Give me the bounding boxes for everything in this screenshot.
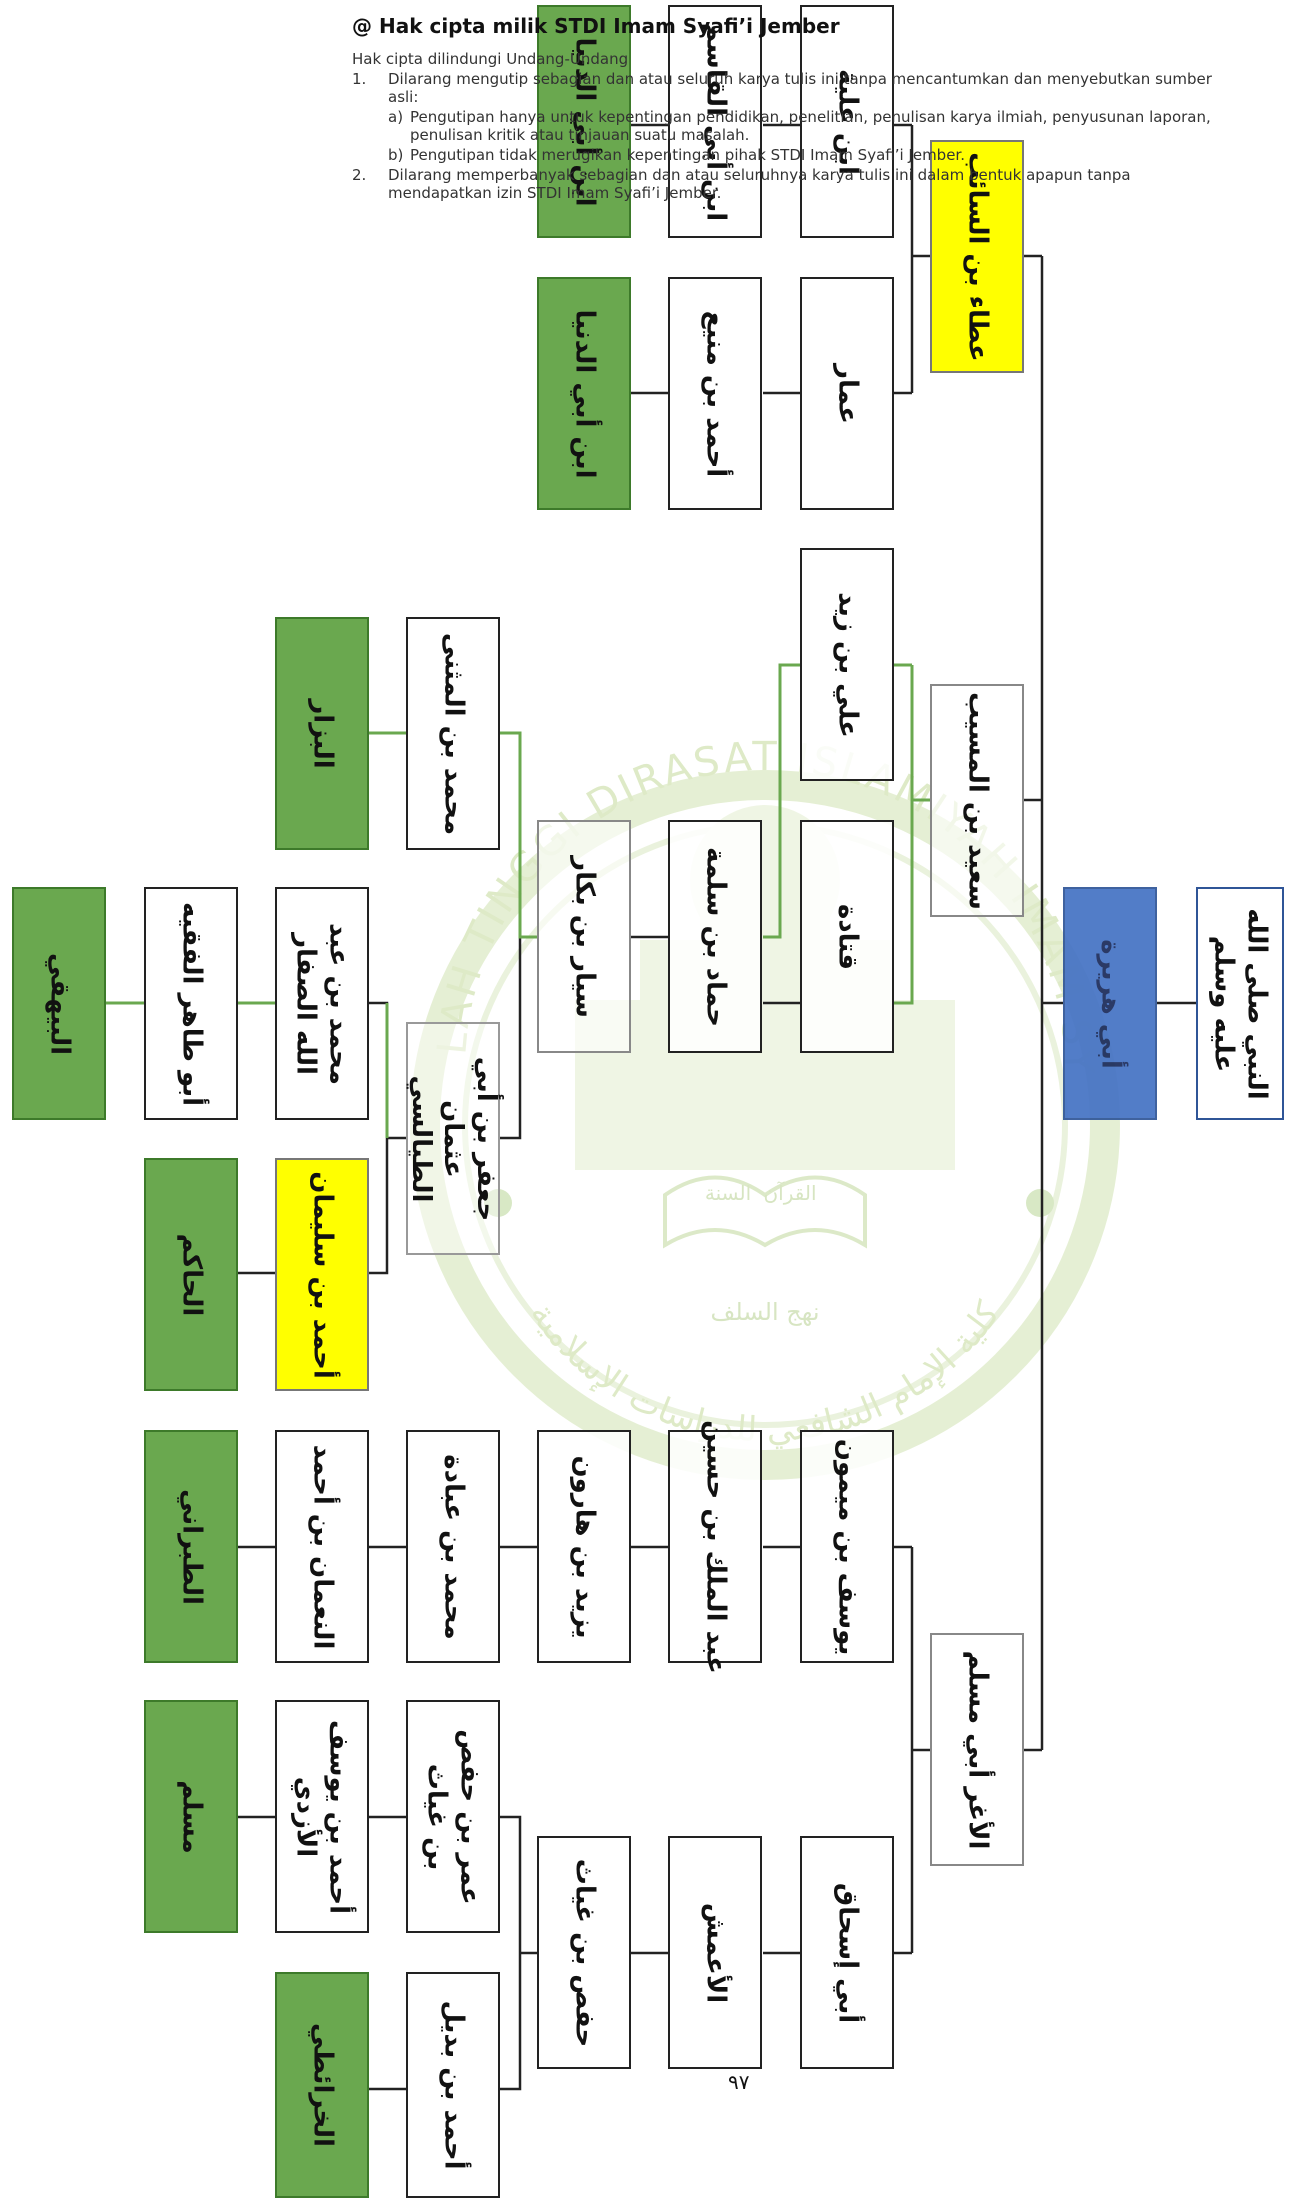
node-label: الخرائطي [307, 2023, 338, 2147]
node-abu-hurairah: أبي هريرة [1063, 887, 1157, 1120]
node-ahmad-mani: أحمد بن منيع [668, 277, 762, 510]
copyright-item: 1. Dilarang mengutip sebagian dan atau s… [352, 70, 1232, 106]
line-agharr-branch [910, 1547, 930, 1953]
copyright-subitem: a) Pengutipan hanya untuk kepentingan pe… [388, 108, 1232, 144]
node-muh-muthanna: محمد بن المثنى [406, 617, 500, 850]
node-umar-hafs: عمر بن حفص بن غياث [406, 1700, 500, 1933]
node-bazzar: البزار [275, 617, 369, 850]
node-ibn-abi-dunya-1: ابن أبي الدنيا [537, 5, 631, 238]
node-label: محمد بن عبد الله الصفار [291, 922, 354, 1085]
node-sayyar: سيار بن بكار [537, 820, 631, 1053]
node-ahmad-budail: أحمد بن بديل [406, 1972, 500, 2198]
line-alizaid-hammad [763, 663, 800, 939]
copyright-subitem-text: Pengutipan hanya untuk kepentingan pendi… [410, 108, 1211, 144]
node-label: النعمان بن أحمد [307, 1444, 338, 1649]
copyright-subitem-text: Pengutipan tidak merugikan kepentingan p… [410, 146, 965, 164]
node-label: أحمد بن منيع [700, 310, 731, 477]
node-muh-ubadah: محمد بن عبادة [406, 1430, 500, 1663]
node-agharr: الأغر أبي مسلم [930, 1633, 1024, 1866]
node-label: علي بن زيد [832, 591, 863, 738]
node-numan: النعمان بن أحمد [275, 1430, 369, 1663]
node-amash: الأعمش [668, 1836, 762, 2069]
copyright-item-number: 1. [352, 70, 367, 88]
node-hakim: الحاكم [144, 1158, 238, 1391]
node-ahmad-azdi: أحمد بن يوسف الأزدي [275, 1700, 369, 1933]
copyright-subitem: b) Pengutipan tidak merugikan kepentinga… [388, 146, 1232, 164]
node-nabi: النبي صلى الله عليه وسلم [1196, 887, 1284, 1120]
node-muslim: مسلم [144, 1700, 238, 1933]
node-hafs: حفص بن غياث [537, 1836, 631, 2069]
node-ata: عطاء بن السائب [930, 140, 1024, 373]
copyright-intro: Hak cipta dilindungi Undang-Undang [352, 50, 629, 68]
node-label: أحمد بن بديل [438, 2000, 469, 2170]
node-label: أحمد بن سليمان [307, 1170, 338, 1379]
node-muh-saffar: محمد بن عبد الله الصفار [275, 887, 369, 1120]
node-label: حماد بن سلمة [700, 846, 731, 1027]
copyright-item-number: 2. [352, 166, 367, 184]
node-ali-zaid: علي بن زيد [800, 548, 894, 781]
node-yazid: يزيد بن هارون [537, 1430, 631, 1663]
node-abu-ishaq: أبي إسحاق [800, 1836, 894, 2069]
node-label: أبي إسحاق [832, 1882, 863, 2023]
node-label: الحاكم [176, 1233, 207, 1316]
line-ata-branch [910, 125, 930, 393]
node-label: أحمد بن يوسف الأزدي [291, 1719, 354, 1914]
node-said: سعيد بن المسيب [930, 684, 1024, 917]
node-label: جعفر بن أبي عثمان الطيالسي [405, 1056, 501, 1221]
line-said-branch [894, 665, 930, 1005]
copyright-item: 2. Dilarang memperbanyak sebagian dan at… [352, 166, 1232, 202]
node-label: محمد بن المثنى [438, 632, 469, 835]
node-tabarani: الطبراني [144, 1430, 238, 1663]
node-label: عمر بن حفص بن غياث [422, 1728, 485, 1905]
node-label: عمار [832, 363, 863, 424]
node-baihaqi: البيهقي [12, 887, 106, 1120]
node-ammar: عمار [800, 277, 894, 510]
copyright-subitem-letter: a) [388, 108, 404, 126]
node-label: يزيد بن هارون [569, 1454, 600, 1639]
node-label: الأغر أبي مسلم [962, 1650, 993, 1849]
node-ibn-abi-dunya-2: ابن أبي الدنيا [537, 277, 631, 510]
node-label: محمد بن عبادة [438, 1453, 469, 1640]
node-abdulmalik: عبد الملك بن حسين [668, 1420, 762, 1673]
node-label: ابن أبي الدنيا [569, 309, 600, 478]
node-qashim: ابن أبي القاسم [668, 5, 762, 238]
node-label: الأعمش [700, 1902, 731, 2003]
node-label: سيار بن بكار [569, 855, 600, 1018]
copyright-subitem-letter: b) [388, 146, 404, 164]
node-label: يوسف بن ميمون [832, 1438, 863, 1655]
node-jafar: جعفر بن أبي عثمان الطيالسي [405, 1022, 501, 1255]
node-label: النبي صلى الله عليه وسلم [1209, 907, 1272, 1100]
node-label: سعيد بن المسيب [962, 691, 993, 910]
node-label: البزار [307, 698, 338, 769]
node-label: أبو طاهر الفقيه [176, 901, 207, 1106]
line-sayyar-jafar [500, 935, 537, 1140]
node-label: عبد الملك بن حسين [700, 1419, 731, 1674]
node-label: مسلم [176, 1779, 207, 1854]
node-yusuf-maimun: يوسف بن ميمون [800, 1430, 894, 1663]
node-aliyah: ابن علية [800, 5, 894, 238]
node-ahmad-sulaiman: أحمد بن سليمان [275, 1158, 369, 1391]
node-label: أبي هريرة [1095, 938, 1126, 1069]
node-abu-tahir: أبو طاهر الفقيه [144, 887, 238, 1120]
node-qatadah: قتادة [800, 820, 894, 1053]
copyright-item-text: Dilarang memperbanyak sebagian dan atau … [388, 166, 1131, 202]
node-kharaiti: الخرائطي [275, 1972, 369, 2198]
line-hafs-branch [500, 1815, 537, 2091]
copyright-title: @ Hak cipta milik STDI Imam Syafi’i Jemb… [352, 14, 840, 38]
line-sayyar-muhmuthanna [500, 731, 537, 939]
page-number: ٩٧ [728, 2070, 750, 2094]
node-label: البيهقي [44, 952, 75, 1055]
copyright-item-text: Dilarang mengutip sebagian dan atau selu… [388, 70, 1212, 106]
node-label: قتادة [832, 903, 863, 970]
node-label: حفص بن غياث [569, 1858, 600, 2047]
copyright-notice: @ Hak cipta milik STDI Imam Syafi’i Jemb… [352, 14, 1232, 202]
node-hammad: حماد بن سلمة [668, 820, 762, 1053]
node-label: الطبراني [176, 1488, 207, 1605]
